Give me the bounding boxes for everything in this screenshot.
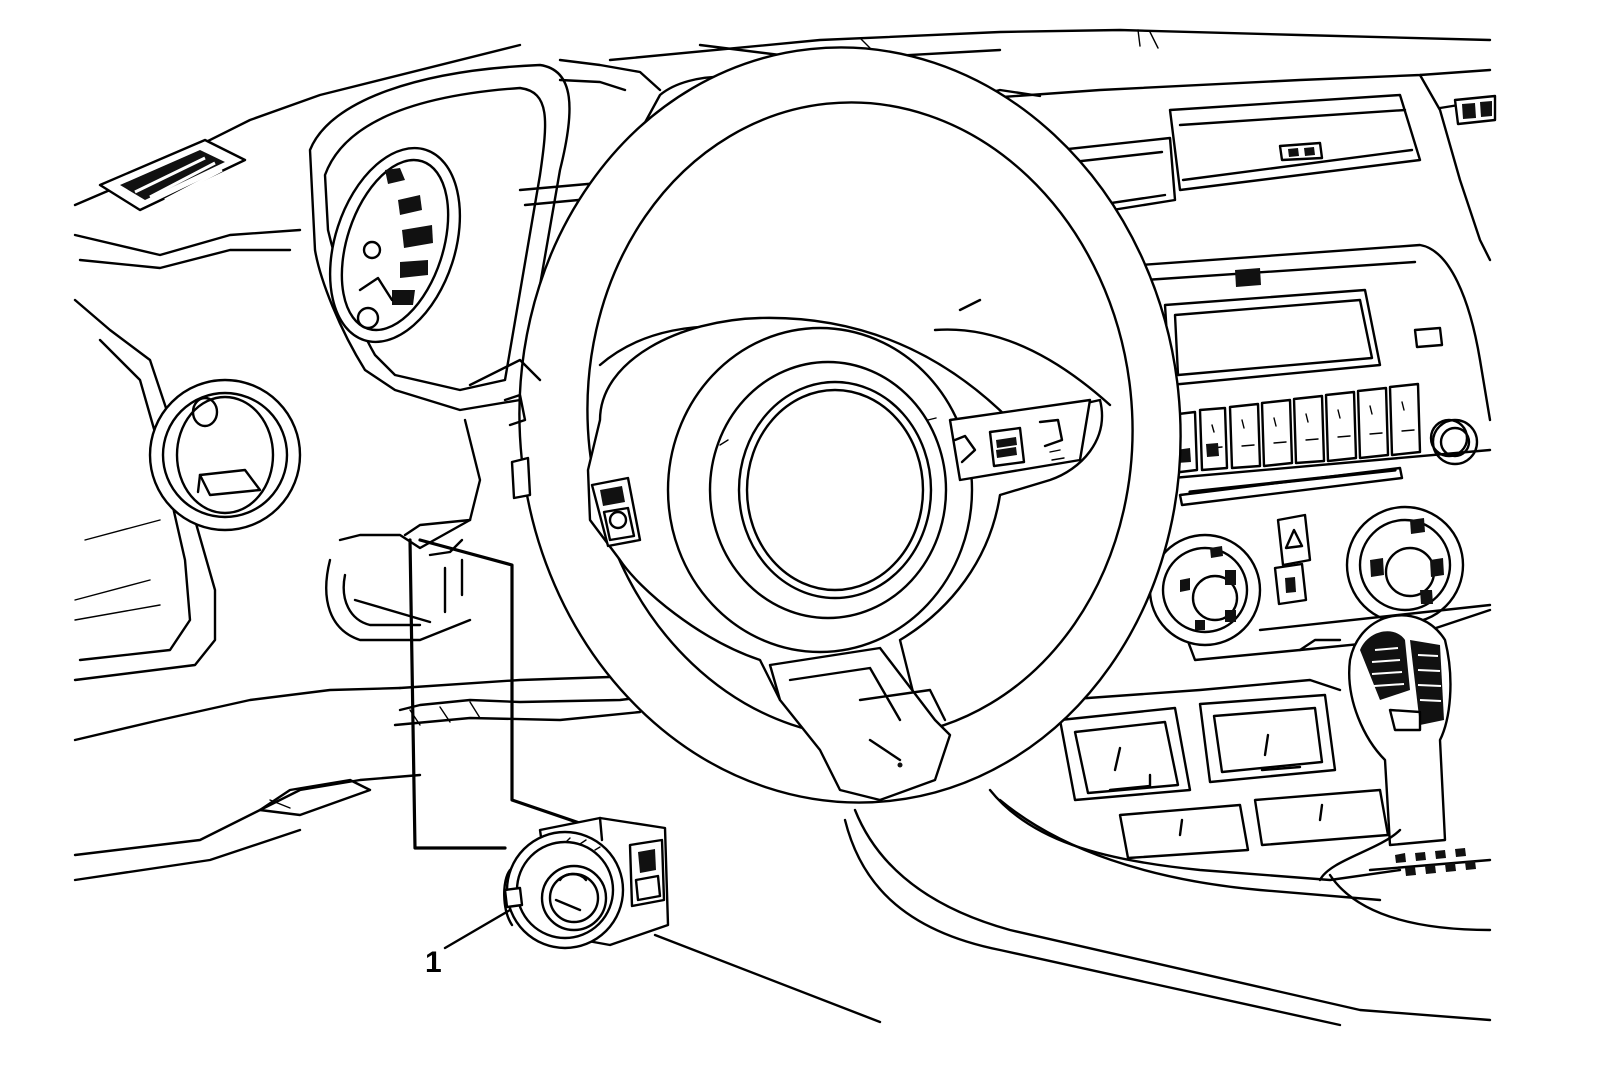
- top-right-switch: [1453, 94, 1497, 126]
- left-air-vent: [98, 138, 247, 212]
- center-stack: [1138, 243, 1492, 662]
- gear-shift-lever: [1348, 614, 1452, 847]
- left-dashboard: [73, 43, 522, 857]
- radio-display: [1163, 268, 1382, 387]
- steering-column-shroud: [403, 358, 542, 537]
- hazard-button: [1273, 513, 1312, 606]
- console-side-edge-inner: [853, 808, 1492, 1022]
- lower-knee-panel: [258, 518, 702, 817]
- hvac-right-knob: [1345, 505, 1465, 625]
- side-round-vent: [148, 378, 302, 532]
- locator-lines: [353, 538, 602, 850]
- callout-leader-1: [443, 908, 512, 950]
- steering-right-controls: [948, 398, 1092, 482]
- shift-boot-grille: [1395, 848, 1476, 876]
- console-side-edge: [843, 818, 1342, 1027]
- radio-preset-buttons: [1168, 382, 1422, 475]
- floor-line-left: [73, 828, 302, 882]
- headlamp-switch: [503, 816, 670, 950]
- volume-knob: [1429, 418, 1479, 466]
- floor-line: [653, 933, 882, 1024]
- steering-left-controls: [590, 476, 642, 548]
- center-console: [978, 614, 1492, 932]
- steering-wheel: [518, 46, 1182, 804]
- hvac-left-knob: [1148, 533, 1262, 647]
- tachometer-gauge: [328, 146, 462, 344]
- callout-label-1: 1: [425, 946, 442, 979]
